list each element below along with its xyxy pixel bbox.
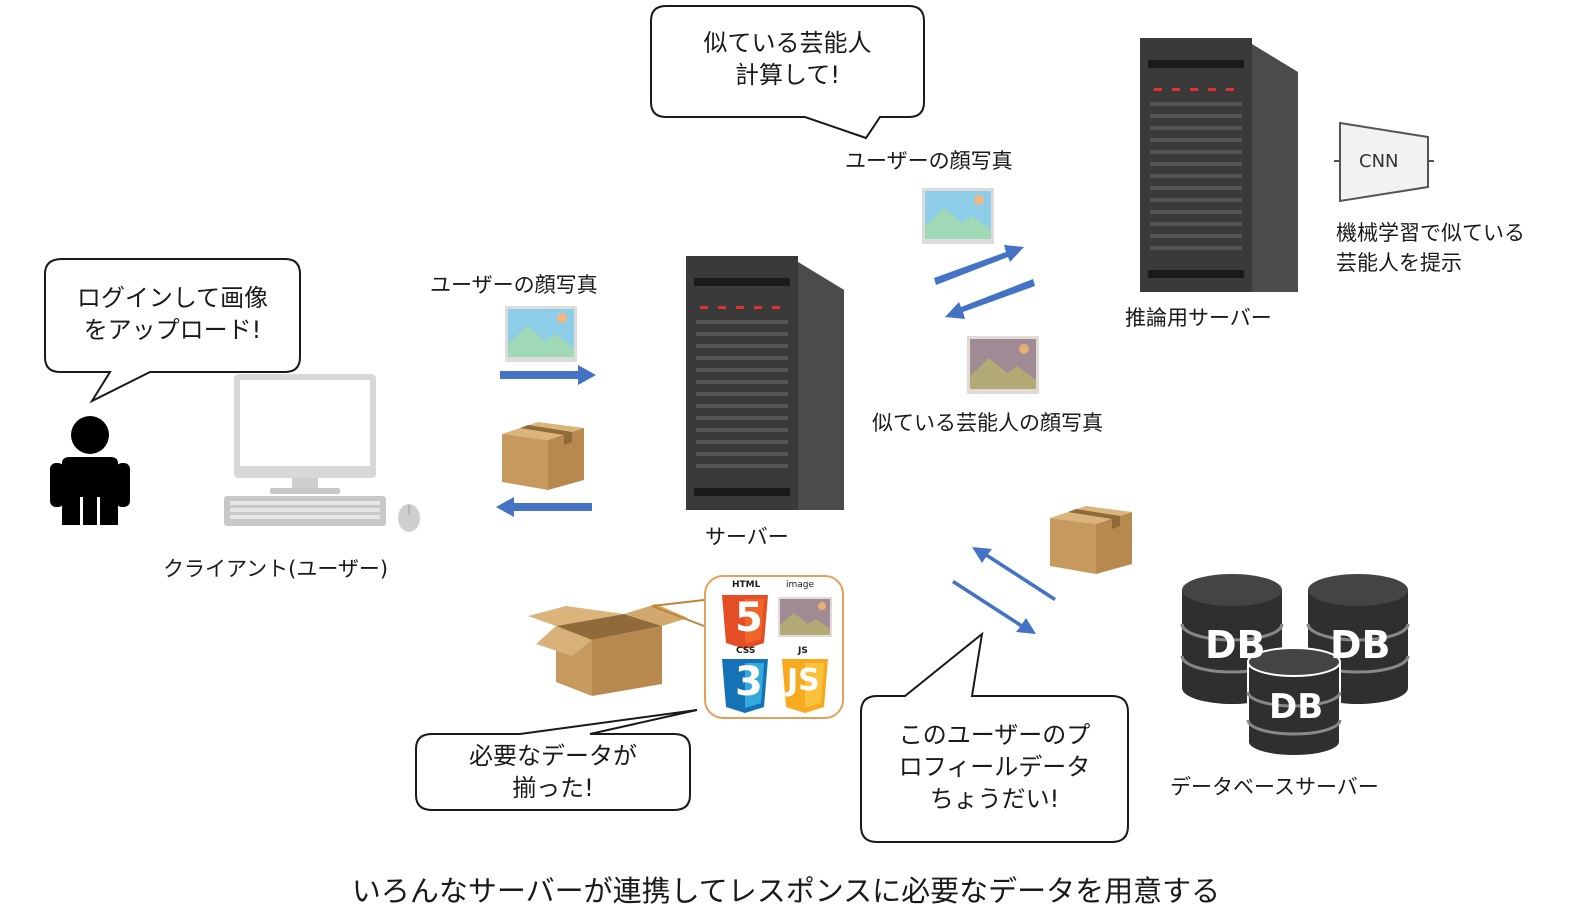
bubble-profile-text: このユーザーのプ ロフィールデータ ちょうだい! [898, 721, 1091, 813]
inference-server-icon [1140, 38, 1298, 292]
db-server-label: データベースサーバー [1170, 775, 1379, 799]
arrow-from-db [972, 547, 1056, 601]
arrow-left-to-client [496, 497, 592, 517]
photo-to-inference-label: ユーザーの顔写真 [845, 149, 1013, 173]
box-closed-icon [502, 422, 584, 490]
bubble-assembled-text: 必要なデータが 揃った! [469, 742, 637, 802]
arrow-right-to-server [500, 365, 596, 385]
server-label: サーバー [705, 525, 789, 549]
celebrity-photo-icon [967, 336, 1039, 394]
user-photo-icon [505, 306, 577, 362]
ml-note: 機械学習で似ている 芸能人を提示 [1336, 221, 1525, 275]
inference-server-label: 推論用サーバー [1125, 306, 1272, 330]
js-file-label: JS [798, 646, 808, 656]
bubble-inference-text: 似ている芸能人 計算して! [703, 29, 872, 89]
db-cylinders [1180, 574, 1410, 757]
box-callout-line [651, 599, 705, 627]
image-file-label: image [786, 580, 815, 590]
db-label-1: DB [1205, 623, 1266, 667]
files-frame [704, 575, 844, 719]
computer-icon [224, 374, 420, 532]
db-label-2: DB [1330, 623, 1391, 667]
js-icon: JS [787, 663, 820, 698]
photo-to-server-label: ユーザーの顔写真 [430, 273, 598, 297]
similar-photo-label: 似ている芸能人の顔写真 [872, 411, 1103, 435]
box-open-icon [528, 604, 688, 696]
html5-icon: 5 [735, 595, 763, 641]
arrow-to-db [952, 580, 1036, 634]
diagram-caption: いろんなサーバーが連携してレスポンスに必要なデータを用意する [351, 874, 1221, 908]
arrow-to-inference [934, 245, 1024, 285]
client-label: クライアント(ユーザー) [163, 557, 389, 581]
user-icon [50, 416, 130, 525]
db-label-3: DB [1269, 687, 1324, 727]
box-closed-icon-2 [1050, 506, 1132, 574]
arrow-from-inference [945, 279, 1035, 319]
css3-icon: 3 [735, 659, 763, 705]
html-file-label: HTML [732, 580, 761, 590]
css-file-label: CSS [736, 646, 756, 656]
cnn-diagram [1334, 121, 1434, 203]
server-icon [686, 256, 844, 510]
user-photo-icon-2 [922, 188, 994, 244]
bubble-client-text: ログインして画像 をアップロード! [76, 284, 269, 344]
cnn-label: CNN [1359, 151, 1399, 172]
